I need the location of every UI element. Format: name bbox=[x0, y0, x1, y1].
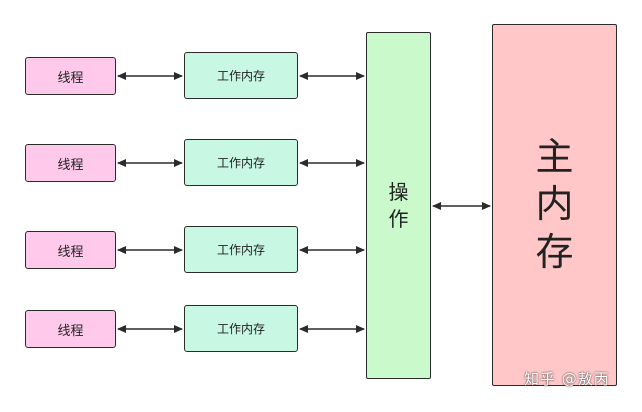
watermark: 知乎 @敖丙 bbox=[524, 370, 610, 388]
work-memory-label: 工作内存 bbox=[216, 322, 265, 336]
main-memory-char-1: 主 bbox=[535, 134, 574, 179]
work-memory-box-1: 工作内存 bbox=[184, 52, 298, 99]
thread-box-1: 线程 bbox=[25, 57, 116, 95]
work-memory-box-3: 工作内存 bbox=[184, 226, 298, 273]
work-memory-label: 工作内存 bbox=[216, 156, 265, 170]
main-memory-char-2: 内 bbox=[535, 182, 574, 227]
work-memory-box-2: 工作内存 bbox=[184, 139, 298, 186]
main-memory-char-3: 存 bbox=[535, 229, 574, 274]
operate-char-2: 作 bbox=[388, 206, 409, 231]
thread-label: 线程 bbox=[57, 70, 84, 86]
thread-label: 线程 bbox=[57, 244, 84, 260]
thread-label: 线程 bbox=[57, 323, 84, 339]
main-memory-box: 主 内 存 bbox=[492, 24, 617, 386]
thread-box-2: 线程 bbox=[25, 144, 116, 182]
thread-label: 线程 bbox=[57, 157, 84, 173]
work-memory-label: 工作内存 bbox=[216, 69, 265, 83]
thread-box-3: 线程 bbox=[25, 231, 116, 269]
thread-box-4: 线程 bbox=[25, 310, 116, 348]
work-memory-box-4: 工作内存 bbox=[184, 305, 298, 352]
work-memory-label: 工作内存 bbox=[216, 243, 265, 257]
operate-char-1: 操 bbox=[388, 179, 409, 204]
operate-box: 操 作 bbox=[366, 32, 431, 379]
